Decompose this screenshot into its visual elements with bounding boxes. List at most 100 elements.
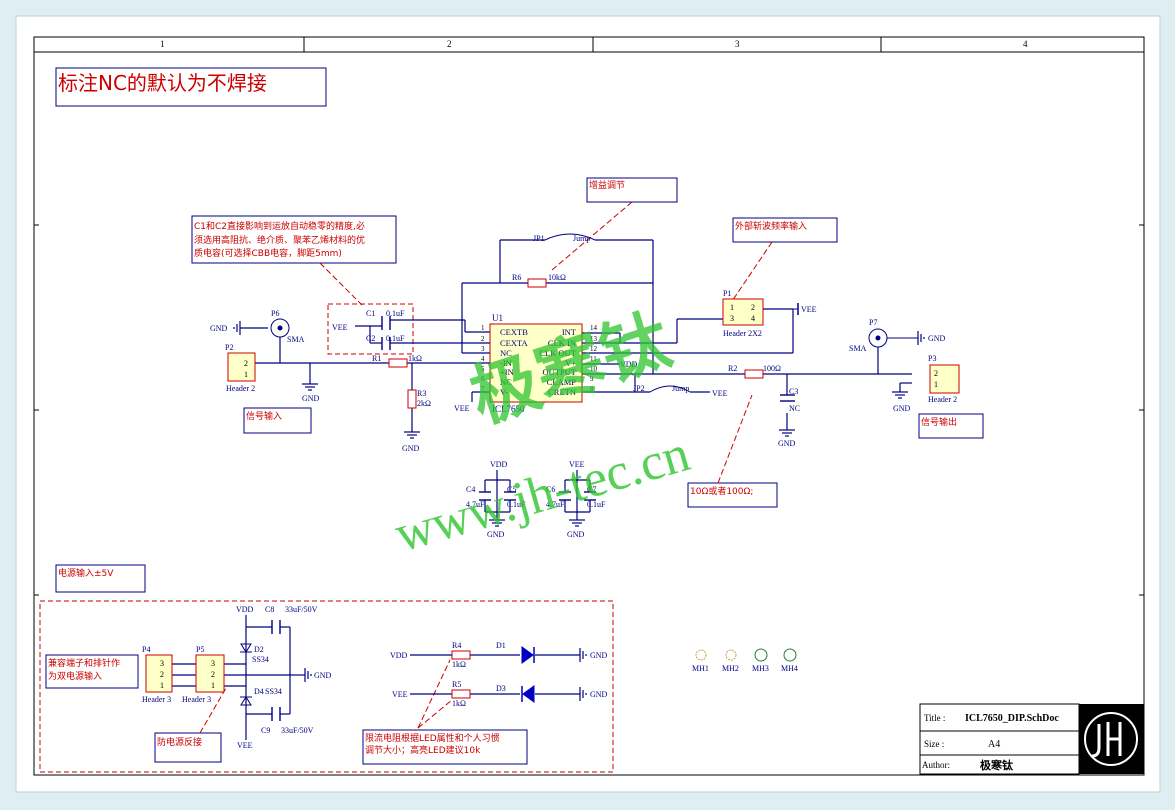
svg-text:-IN: -IN	[500, 358, 512, 368]
r2-value: 100Ω	[763, 364, 781, 373]
zone-4: 4	[1023, 39, 1028, 49]
c6-value: 4.7uF	[546, 500, 565, 509]
d4-label: D4	[254, 687, 264, 696]
led-d3	[522, 685, 535, 703]
zone-dividers	[303, 37, 882, 52]
p5-label: P5	[196, 645, 204, 654]
capacitor-c2	[381, 337, 391, 350]
p7-sma: SMA	[849, 344, 867, 353]
p1-pin2: 2	[751, 303, 755, 312]
resistor-r3	[407, 389, 417, 409]
p5-pin1: 1	[211, 681, 215, 690]
led-d1	[521, 646, 534, 664]
p1-label: P1	[723, 289, 731, 298]
r1-value: 1kΩ	[408, 354, 422, 363]
r5-value: 1kΩ	[452, 699, 466, 708]
title-note-box	[55, 67, 327, 107]
c1-label: C1	[366, 309, 375, 318]
vee-p1: VEE	[801, 305, 817, 314]
header-note-box	[45, 654, 139, 689]
vee-led: VEE	[392, 690, 408, 699]
ic-pin-numbers-left: 1 2 3 4 5 6 7	[481, 324, 485, 393]
p7-label: P7	[869, 318, 877, 327]
d3-label: D3	[496, 684, 506, 693]
svg-text:NC: NC	[500, 377, 512, 387]
p2-pin1: 1	[244, 370, 248, 379]
c1c2-note-line3: 质电容(可选择CBB电容，脚距5mm)	[194, 247, 342, 259]
c2-label: C2	[366, 334, 375, 343]
c3-label: C3	[789, 387, 798, 396]
led-note-line2: 调节大小；高亮LED建议10k	[365, 744, 481, 756]
vee-c6: VEE	[569, 460, 585, 469]
p4-pin2: 2	[160, 670, 164, 679]
c2-value: 0.1uF	[386, 334, 405, 343]
gnd-label-p7: GND	[928, 334, 946, 343]
c1c2-note-line1: C1和C2直接影响到运放自动稳零的精度,必	[194, 220, 365, 232]
vee-label-ic: VEE	[454, 404, 470, 413]
svg-text:14: 14	[590, 324, 598, 332]
p2-header: Header 2	[226, 384, 255, 393]
svg-text:13: 13	[590, 335, 598, 343]
mh3-label: MH3	[752, 664, 769, 673]
header-p1	[722, 298, 764, 326]
gnd-label-d1: GND	[590, 651, 608, 660]
r4-value: 1kΩ	[452, 660, 466, 669]
c1-value: 0.1uF	[386, 309, 405, 318]
c9-label: C9	[261, 726, 270, 735]
svg-text:CRETN: CRETN	[548, 387, 576, 397]
r4-label: R4	[452, 641, 461, 650]
c9-value: 33uF/50V	[281, 726, 314, 735]
header-p5	[195, 654, 225, 693]
ground-symbols	[233, 321, 925, 701]
reverse-note-box	[154, 732, 222, 763]
gnd-label-power: GND	[314, 671, 332, 680]
p5-pin3: 3	[211, 659, 215, 668]
title-value: ICL7650_DIP.SchDoc	[965, 713, 1059, 724]
jp2-label: JP2	[633, 384, 645, 393]
size-value: A4	[988, 739, 1000, 750]
gnd-label-1: GND	[302, 394, 320, 403]
svg-text:CLAMP: CLAMP	[547, 377, 577, 387]
p2-label: P2	[225, 343, 233, 352]
c8-value: 33uF/50V	[285, 605, 318, 614]
sma-p7-center	[875, 335, 881, 341]
ext-freq-note: 外部斩波频率输入	[735, 220, 807, 232]
p5-pin2: 2	[211, 670, 215, 679]
title-block	[919, 703, 1080, 775]
svg-text:1: 1	[481, 324, 485, 332]
p5-header: Header 3	[182, 695, 211, 704]
capacitor-c3	[780, 394, 795, 402]
side-ticks	[34, 224, 1144, 596]
svg-text:2: 2	[481, 335, 485, 343]
ic-pin-names-left: CEXTB CEXTA NC -IN +IN NC V-	[500, 327, 529, 397]
resistor-r5	[451, 689, 471, 699]
p3-label: P3	[928, 354, 936, 363]
power-in-note: 电源输入±5V	[58, 567, 114, 579]
capacitor-c5	[504, 491, 516, 501]
vdd-c4: VDD	[490, 460, 508, 469]
p1-pin4: 4	[751, 314, 755, 323]
d4-value: SS34	[265, 687, 282, 696]
mounting-holes	[695, 648, 797, 662]
logo-icon	[1084, 712, 1138, 766]
r3-label: R3	[417, 389, 426, 398]
r6-value: 10kΩ	[548, 273, 566, 282]
p1-pin1: 1	[730, 303, 734, 312]
svg-text:CEXTB: CEXTB	[500, 327, 528, 337]
svg-text:8: 8	[590, 385, 594, 393]
svg-text:6: 6	[481, 375, 485, 383]
vdd-led: VDD	[390, 651, 408, 660]
reverse-note: 防电源反接	[157, 736, 202, 748]
led-note-line1: 限流电阻根据LED属性和个人习惯	[365, 732, 500, 744]
p4-pin3: 3	[160, 659, 164, 668]
svg-text:CLK IN: CLK IN	[548, 338, 576, 348]
gain-note: 增益调节	[589, 179, 625, 191]
capacitor-c8	[271, 620, 281, 634]
gnd-label-3: GND	[778, 439, 796, 448]
capacitor-c1	[381, 316, 391, 330]
ic-pin-numbers-right: 14 13 12 11 10 9 8	[590, 324, 598, 393]
ic-pin-names-right: INT CLK IN CLK OUT V+ OUTPUT CLAMP CRETN	[539, 327, 576, 397]
d1-label: D1	[496, 641, 506, 650]
svg-text:CLK OUT: CLK OUT	[539, 348, 576, 358]
